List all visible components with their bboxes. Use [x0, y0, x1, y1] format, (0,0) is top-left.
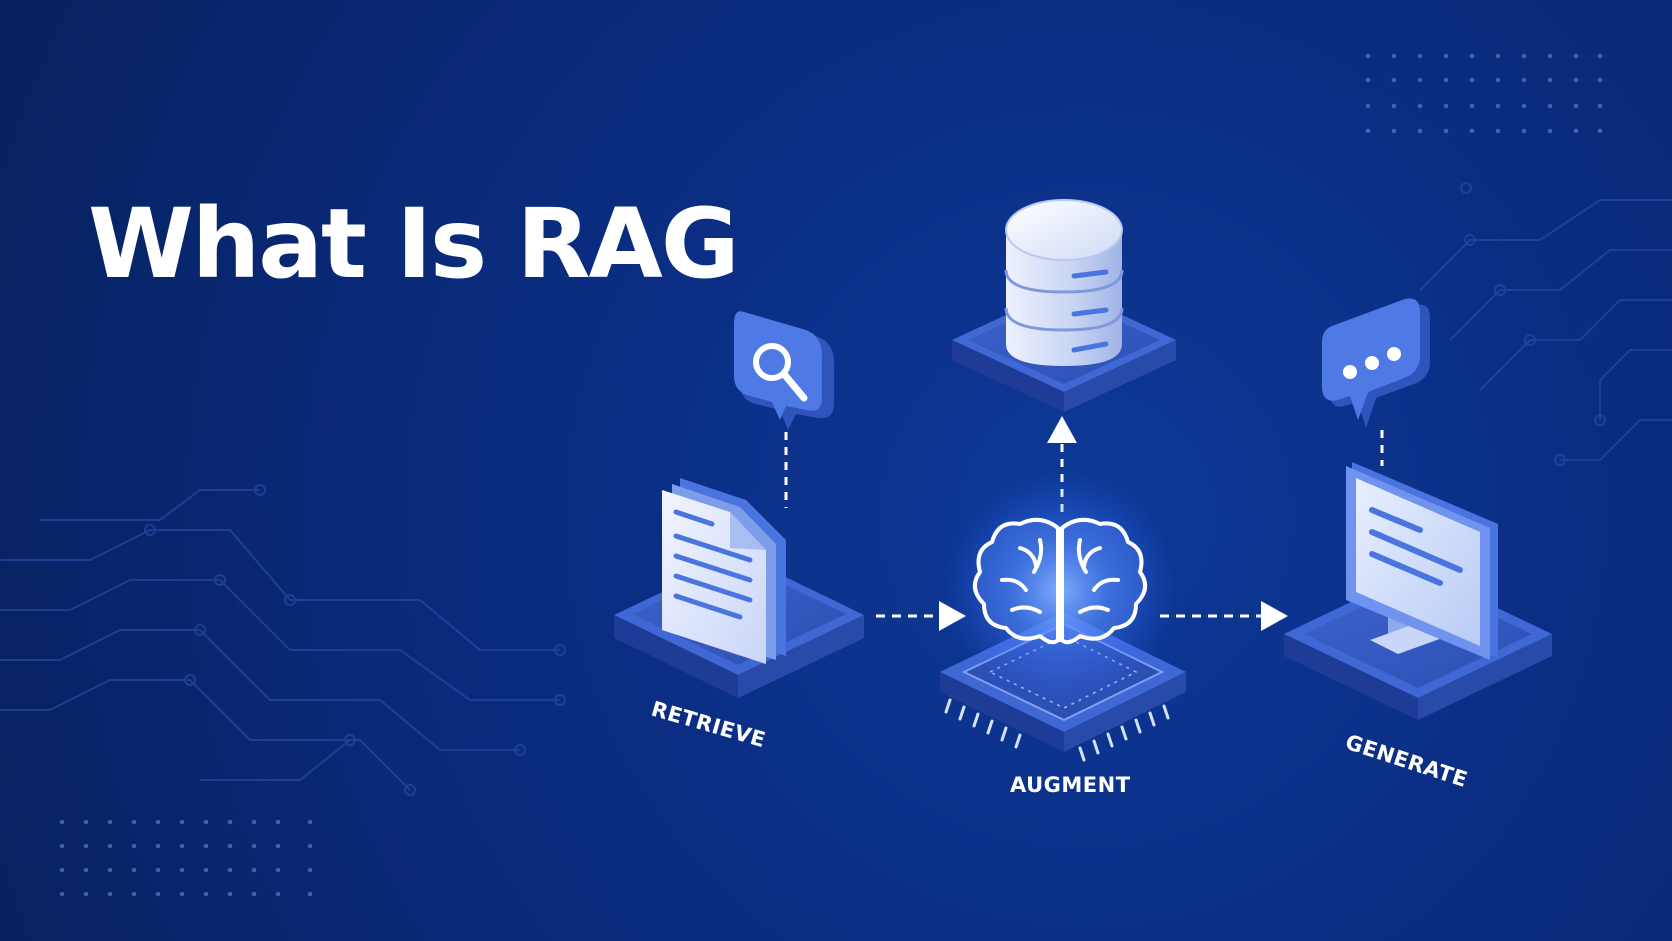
retrieve-node: RETRIEVE: [614, 311, 864, 752]
chat-bubble-icon: [1322, 298, 1430, 428]
retrieve-label: RETRIEVE: [649, 697, 769, 753]
dot-grid-bottom-left: [59, 819, 313, 897]
monitor-icon: [1346, 462, 1498, 660]
circuit-traces-left: [0, 484, 566, 796]
documents-icon: [662, 478, 786, 664]
augment-label: AUGMENT: [1010, 773, 1131, 797]
page-title: What Is RAG: [88, 188, 740, 300]
augment-node: AUGMENT: [940, 472, 1186, 797]
generate-label: GENERATE: [1342, 730, 1470, 792]
chip-pins: [944, 698, 1170, 762]
circuit-traces-right: [1419, 182, 1672, 466]
generate-node: GENERATE: [1284, 298, 1552, 792]
dot-grid-top-right: [1365, 53, 1603, 134]
brain-chip-icon: [972, 517, 1148, 645]
database-node: [952, 199, 1176, 512]
magnifier-icon: [734, 311, 834, 430]
database-icon: [1004, 199, 1124, 366]
